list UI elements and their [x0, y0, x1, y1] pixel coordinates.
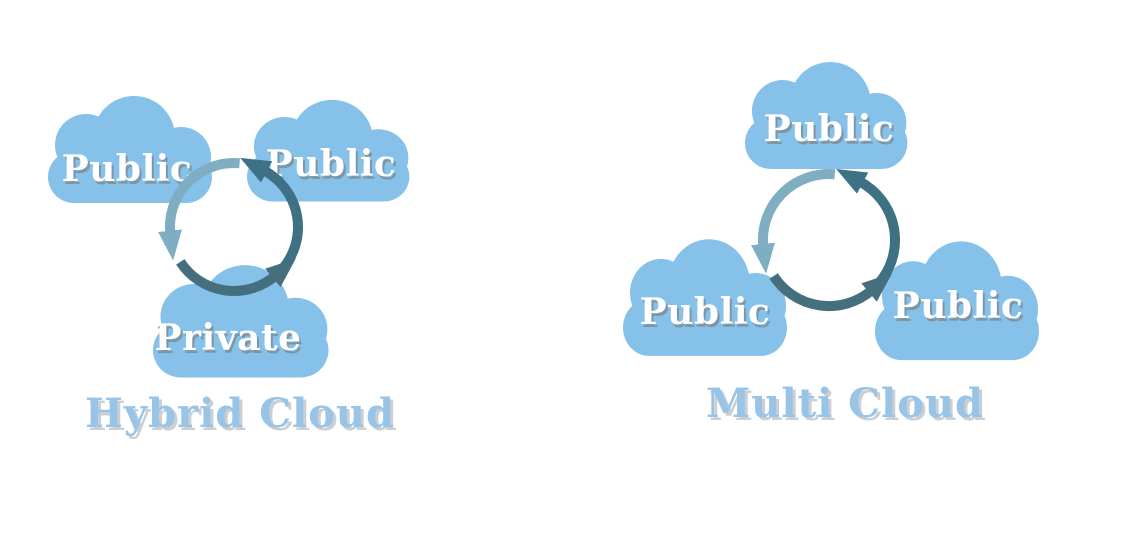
cycle-arc-bottom — [769, 273, 893, 312]
cycle-arc-left — [751, 169, 836, 274]
cloud-label: Public — [640, 291, 771, 333]
multi-cloud-title: Multi Cloud — [706, 380, 984, 427]
hybrid-cloud-title: Hybrid Cloud — [85, 390, 395, 437]
cloud-label: Public — [62, 148, 193, 190]
cloud-label: Public — [266, 143, 397, 185]
circular-arrows-icon — [158, 157, 303, 296]
cycle-arc-right — [836, 169, 900, 288]
cloud-label: Private — [155, 317, 302, 359]
cycle-arc-bottom — [176, 258, 296, 296]
cloud-label: Public — [893, 285, 1024, 327]
cloud-label: Public — [764, 108, 895, 150]
cycle-arc-left — [158, 158, 241, 261]
multi-cloud-diagram: Public Public Public — [623, 62, 1039, 361]
circular-arrows-icon — [751, 169, 900, 312]
cycle-arc-right — [240, 157, 303, 274]
hybrid-cloud-diagram: Public Public Private — [48, 96, 410, 378]
